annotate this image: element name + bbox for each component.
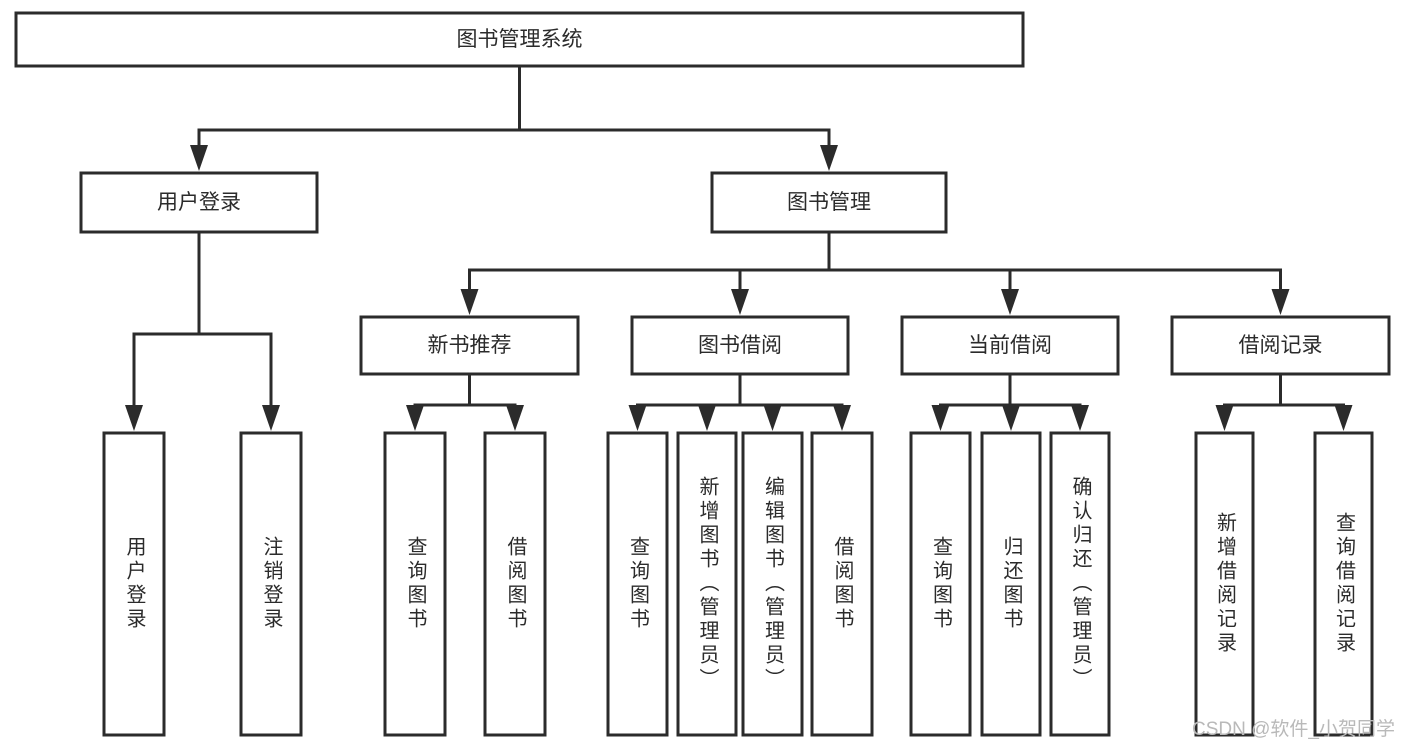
arrow-head-icon bbox=[731, 289, 749, 315]
leaf-node-12[interactable] bbox=[1194, 431, 1255, 737]
leaf-node-7[interactable] bbox=[741, 431, 804, 737]
arrow-head-icon bbox=[1215, 405, 1234, 431]
leaf-node-10[interactable] bbox=[980, 431, 1042, 737]
node-box bbox=[483, 431, 547, 737]
arrow-head-icon bbox=[262, 405, 280, 431]
arrow-head-icon bbox=[763, 405, 782, 431]
root-node[interactable]: 图书管理系统 bbox=[14, 11, 1025, 68]
leaf-node-5[interactable] bbox=[606, 431, 669, 737]
leaf-node-4[interactable] bbox=[483, 431, 547, 737]
arrow-head-icon bbox=[1271, 289, 1290, 315]
arrow-head-icon bbox=[190, 145, 208, 171]
node-box bbox=[1049, 431, 1111, 737]
arrow-head-icon bbox=[1002, 405, 1020, 431]
level3-node-2[interactable]: 图书借阅 bbox=[630, 315, 850, 376]
arrow-head-icon bbox=[1334, 405, 1353, 431]
node-label: 图书管理 bbox=[787, 191, 871, 214]
node-box bbox=[1313, 431, 1374, 737]
arrow-head-icon bbox=[506, 405, 524, 431]
node-box bbox=[239, 431, 303, 737]
node-box bbox=[810, 431, 874, 737]
arrow-head-icon bbox=[406, 405, 424, 431]
level3-node-4[interactable]: 借阅记录 bbox=[1170, 315, 1391, 376]
node-label: 图书借阅 bbox=[698, 334, 782, 357]
leaf-node-11[interactable] bbox=[1049, 431, 1111, 737]
node-box bbox=[383, 431, 447, 737]
node-box bbox=[1194, 431, 1255, 737]
leaf-node-13[interactable] bbox=[1313, 431, 1374, 737]
leaf-node-8[interactable] bbox=[810, 431, 874, 737]
leaf-node-6[interactable] bbox=[676, 431, 738, 737]
arrow-head-icon bbox=[931, 405, 950, 431]
leaf-node-2[interactable] bbox=[239, 431, 303, 737]
arrow-head-icon bbox=[833, 405, 851, 431]
node-label: 新书推荐 bbox=[428, 334, 512, 357]
arrow-head-icon bbox=[698, 405, 716, 431]
arrow-head-icon bbox=[460, 289, 479, 315]
arrow-head-icon bbox=[820, 145, 838, 171]
node-box bbox=[980, 431, 1042, 737]
node-box bbox=[359, 315, 580, 376]
connector-layer bbox=[125, 64, 1353, 431]
leaf-node-1[interactable] bbox=[102, 431, 166, 737]
node-label: 当前借阅 bbox=[968, 334, 1052, 357]
node-label: 图书管理系统 bbox=[457, 28, 583, 51]
node-box bbox=[741, 431, 804, 737]
leaf-node-9[interactable] bbox=[909, 431, 972, 737]
level3-node-1[interactable]: 新书推荐 bbox=[359, 315, 580, 376]
arrow-head-icon bbox=[1001, 289, 1019, 315]
node-box bbox=[14, 11, 1025, 68]
node-box bbox=[710, 171, 948, 234]
node-box bbox=[630, 315, 850, 376]
node-box bbox=[79, 171, 319, 234]
level3-node-3[interactable]: 当前借阅 bbox=[900, 315, 1120, 376]
node-box bbox=[909, 431, 972, 737]
arrow-head-icon bbox=[1071, 405, 1089, 431]
arrow-head-icon bbox=[125, 405, 143, 431]
node-box bbox=[606, 431, 669, 737]
level2-node-1[interactable]: 用户登录 bbox=[79, 171, 319, 234]
node-label: 用户登录 bbox=[157, 191, 241, 214]
node-box bbox=[102, 431, 166, 737]
node-box bbox=[1170, 315, 1391, 376]
level2-node-2[interactable]: 图书管理 bbox=[710, 171, 948, 234]
node-label: 借阅记录 bbox=[1239, 334, 1323, 357]
leaf-node-3[interactable] bbox=[383, 431, 447, 737]
node-box bbox=[900, 315, 1120, 376]
node-box bbox=[676, 431, 738, 737]
arrow-head-icon bbox=[628, 405, 647, 431]
watermark-text: CSDN @软件_小贺同学 bbox=[1192, 719, 1395, 740]
